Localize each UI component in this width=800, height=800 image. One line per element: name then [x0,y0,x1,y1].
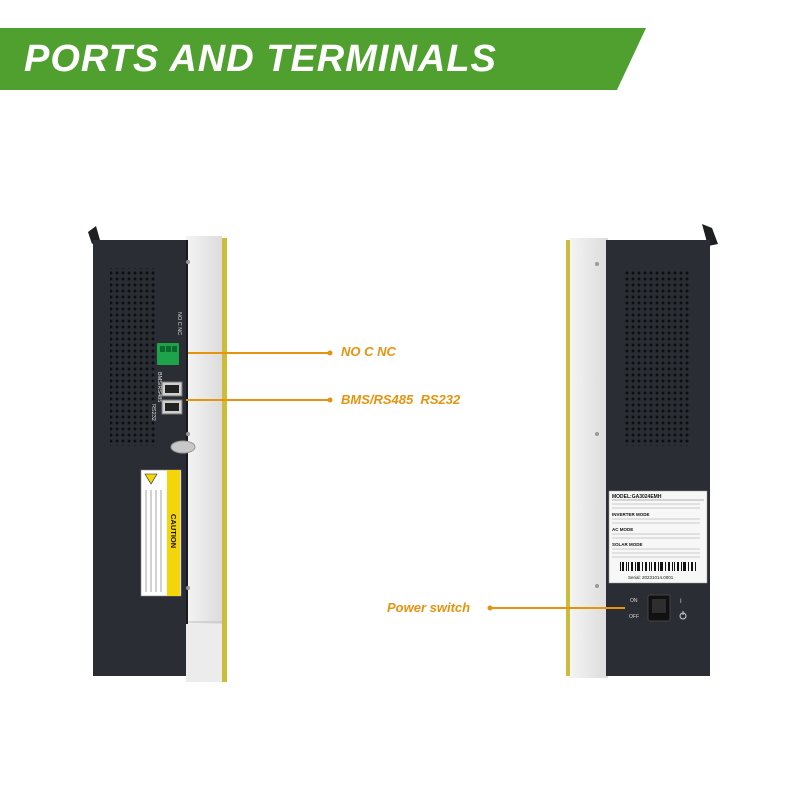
left-screw [186,432,190,436]
left-white-side [186,236,222,682]
barcode [620,562,696,571]
spec-serial-line: Serial: 20231014.0001 [628,575,674,580]
left-oval-sticker [170,440,196,454]
title-banner: PORTS AND TERMINALS [0,28,646,90]
switch-i-text: I [680,599,682,605]
right-white-side [570,238,608,678]
right-vent-grille [625,270,689,446]
caution-title: CAUTION [169,514,178,548]
power-callout-label: Power switch [387,600,471,615]
relay-callout-label: NO C NC [341,344,396,359]
spec-section-inverter: INVERTER MODE [612,512,650,517]
spec-section-solar: SOLAR MODE [612,542,643,547]
port-label-2-text: RS232 [150,404,156,421]
switch-off-text: OFF [629,614,639,620]
left-mount-bracket [88,226,100,244]
switch-on-text: ON [630,598,638,604]
relay-label-text: NO C NC [176,312,182,335]
left-vent-grille [110,268,157,446]
left-yellow-edge [221,238,227,682]
left-screw [186,586,190,590]
right-inverter-unit [566,224,718,678]
right-mount-bracket [702,224,718,246]
switch-o-text: O [680,626,681,628]
left-inverter-unit [88,226,227,682]
banner-title: PORTS AND TERMINALS [24,38,497,80]
comm-callout-label: BMS/RS485 RS232 [341,392,461,407]
spec-section-ac: AC MODE [612,527,633,532]
port-label-1-text: BMS/RS485 [156,372,162,402]
left-screw [186,260,190,264]
spec-model-line: MODEL:GA3024EMH [612,494,662,500]
power-icon [679,611,687,620]
